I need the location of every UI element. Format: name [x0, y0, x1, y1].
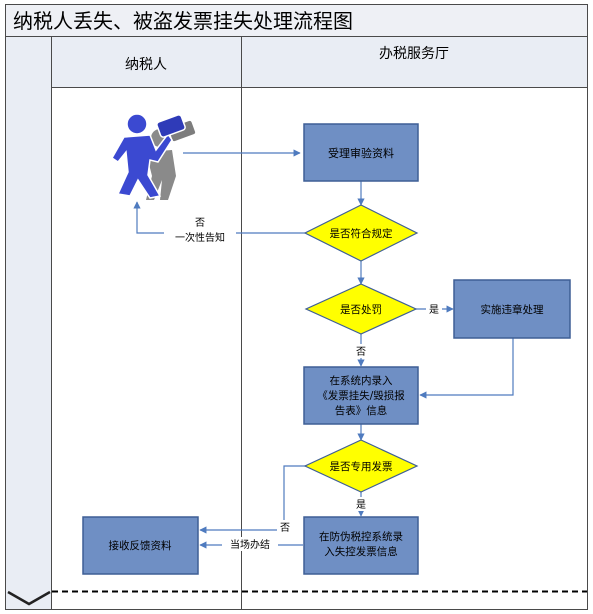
process-apply-penalty: [453, 279, 571, 339]
edge-label-yes-special: 是: [356, 499, 366, 511]
edge-label-on-site: 当场办结: [230, 538, 270, 551]
edge-label-yes-penalty: 是: [429, 304, 439, 316]
decision-special-invoice-label: 是否专用发票: [330, 460, 393, 473]
title-bar: [6, 5, 587, 36]
arrow-compliant-no-to-person: [133, 201, 305, 234]
process-accept-review: [303, 123, 419, 182]
process-receive-feedback: [82, 516, 199, 575]
lane-header-taxpayer-bg: [52, 37, 241, 87]
arrow-special-no-to-receive: [199, 465, 307, 534]
decision-penalty-label: 是否处罚: [340, 304, 382, 316]
arrow-apply-to-enter: [419, 338, 514, 399]
chevron-down-icon: [7, 590, 51, 606]
process-enter-system-line-1: 在系统内录入: [330, 374, 393, 387]
stage-column: [6, 37, 51, 609]
person-with-briefcase-icon: [111, 113, 196, 200]
process-receive-feedback-label: 接收反馈资料: [109, 539, 172, 552]
process-apply-penalty-label: 实施违章处理: [481, 303, 544, 316]
decision-compliant: [303, 204, 419, 262]
process-anti-forgery-line-1: 在防伪税控系统录: [319, 530, 403, 543]
decision-penalty: [304, 283, 418, 335]
edge-label-notify-once: 一次性告知: [175, 231, 225, 244]
process-anti-forgery: [303, 516, 419, 575]
edge-label-no-special: 否: [280, 522, 290, 534]
lane-header-hall-bg: [241, 37, 587, 87]
diagram-title: 纳税人丢失、被盗发票挂失处理流程图: [13, 9, 353, 33]
decision-compliant-label: 是否符合规定: [330, 227, 393, 240]
process-accept-review-label: 受理审验资料: [328, 146, 394, 160]
process-enter-system-line-2: 《发票挂失/毁损报: [317, 389, 405, 402]
lane-header-taxpayer: 纳税人: [125, 57, 167, 73]
edge-label-no: 否: [195, 217, 205, 229]
connectors: [133, 149, 514, 549]
process-enter-system-line-3: 告表》信息: [335, 404, 388, 417]
lane-header-hall: 办税服务厅: [379, 46, 449, 62]
decision-special-invoice: [303, 439, 419, 493]
process-enter-system: [303, 366, 419, 425]
edge-label-no-penalty: 否: [356, 346, 366, 358]
process-anti-forgery-line-2: 入失控发票信息: [324, 545, 398, 558]
